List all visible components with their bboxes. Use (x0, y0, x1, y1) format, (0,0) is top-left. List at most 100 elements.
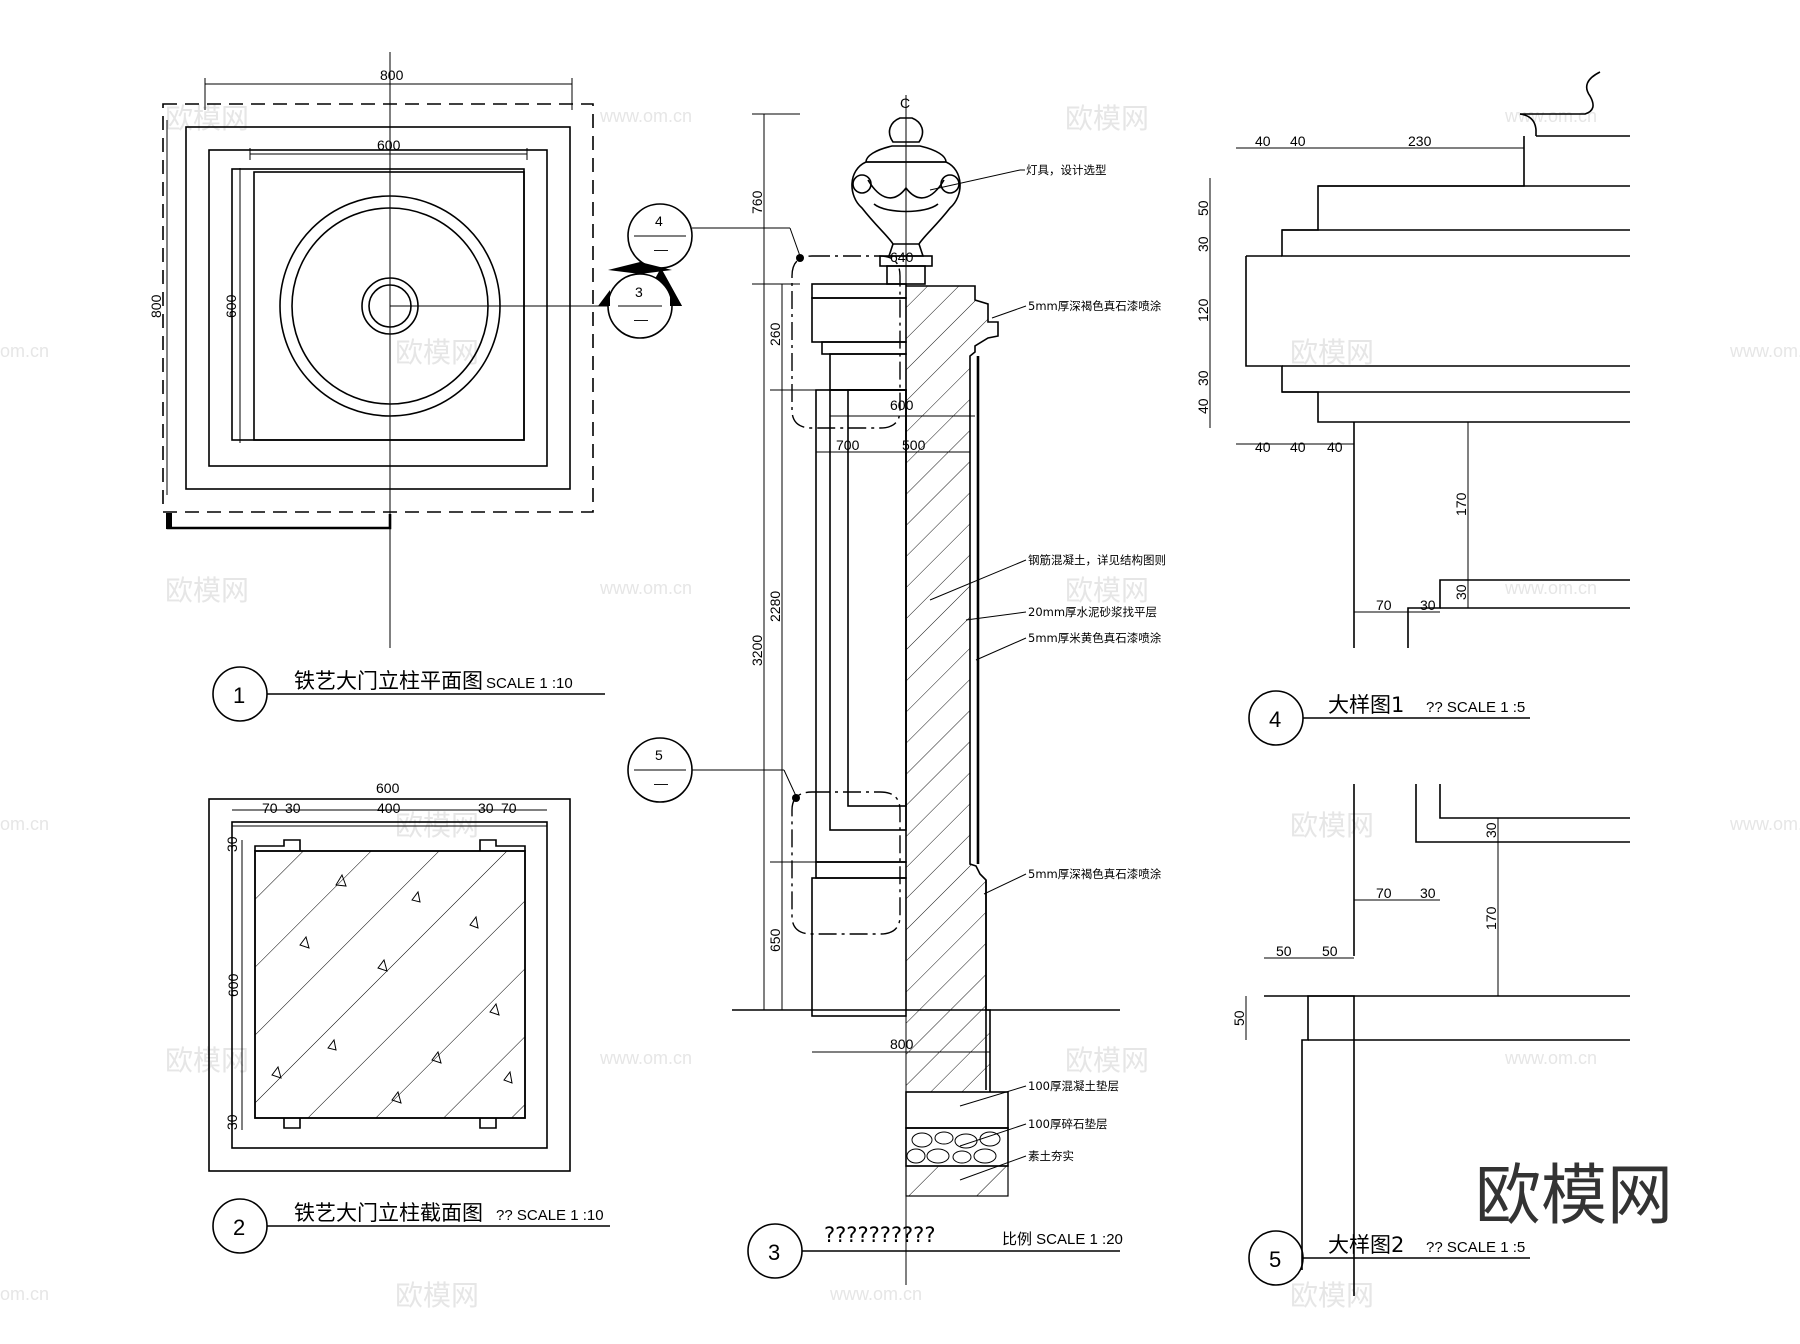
section-notch (479, 839, 526, 851)
note-gravel: 100厚碎石垫层 (1028, 1117, 1107, 1131)
note-rc: 钢筋混凝土，详见结构图则 (1028, 553, 1166, 567)
dim-section-part: 30 (285, 800, 301, 816)
detail-2-view: 30 170 70 30 50 50 50 5 大样图2 ?? SCALE 1 … (1231, 784, 1630, 1296)
note-cap-finish: 5mm厚深褐色真石漆喷涂 (1028, 299, 1162, 313)
watermark: 欧模网 (1065, 102, 1149, 135)
dim-section-edge-bottom: 30 (224, 1114, 240, 1130)
watermark: 欧模网 (165, 102, 249, 135)
plan-outline-mid (208, 149, 548, 467)
dim-top: 760 (749, 190, 765, 214)
watermark-url: www.om.cn (599, 106, 692, 126)
dim-d1-left: 120 (1195, 298, 1211, 322)
dim-d1-b70: 70 (1376, 597, 1392, 613)
section-core-outline (254, 850, 526, 1119)
leader (959, 1085, 1027, 1107)
dim-section-w: 600 (376, 780, 400, 796)
dim-800: 800 (890, 1036, 914, 1052)
detail-1-boundary (791, 255, 901, 429)
dim-plan-inner-h: 600 (223, 294, 239, 318)
watermark-url: www.om.cn (1504, 1048, 1597, 1068)
dim-d1-bottom: 40 (1255, 439, 1271, 455)
section-notch (283, 1118, 301, 1129)
watermark: 欧模网 (1065, 574, 1149, 607)
section-mark-arrow-right (670, 290, 682, 306)
dim-section-part: 70 (501, 800, 517, 816)
dim-600: 600 (890, 397, 914, 413)
section-outline-outer (208, 798, 571, 1172)
dim-d1-bottom: 40 (1327, 439, 1343, 455)
detail-1-view: 40 40 230 50 30 120 30 40 40 40 40 170 3… (1195, 71, 1630, 746)
shaft-inner-panel (829, 389, 907, 831)
concrete-pad (905, 1091, 1009, 1129)
plan-outline-outer (185, 126, 571, 490)
callout-leader (789, 227, 801, 257)
plan-section-marker (166, 513, 172, 529)
watermark-url: om.cn (0, 1284, 49, 1304)
brand-watermark: 欧模网 (1475, 1157, 1673, 1234)
watermark-url: www.om.cn (599, 578, 692, 598)
section-notch (479, 1118, 497, 1129)
watermark: 欧模网 (1290, 336, 1374, 369)
cap-mid-band (811, 297, 907, 343)
dim-section-part: 70 (262, 800, 278, 816)
base-block (811, 877, 907, 1017)
plan-scale: SCALE 1 :10 (486, 675, 573, 692)
detail-2-scale: ?? SCALE 1 :5 (1426, 1239, 1525, 1256)
callout-5-number: 5 (655, 747, 663, 763)
base-top-band (815, 861, 907, 879)
gravel-stones (906, 1131, 1001, 1164)
callout-5-dash: — (654, 775, 668, 791)
section-notch (254, 839, 301, 851)
centerline-mark: C (900, 95, 910, 111)
cap-bottom-band (821, 341, 907, 355)
callout-4-number: 4 (655, 213, 663, 229)
dim-cap: 260 (767, 322, 783, 346)
detail-2-boundary (791, 791, 901, 935)
note-concrete-pad: 100厚混凝土垫层 (1028, 1079, 1119, 1093)
section-mark-triangle (608, 262, 672, 274)
dim-lamp-base: 640 (890, 249, 914, 265)
section-mark-number: 3 (635, 284, 643, 300)
section-title: 铁艺大门立柱截面图 (294, 1201, 483, 1225)
note-soil: 素土夯实 (1028, 1149, 1074, 1163)
watermark-url: om.cn (0, 814, 49, 834)
plan-section-cut (166, 514, 392, 530)
elevation-scale: 比例 SCALE 1 :20 (1002, 1231, 1123, 1248)
callout-4-dash: — (654, 241, 668, 257)
callout-leader (783, 769, 797, 797)
dim-section-part: 400 (377, 800, 401, 816)
dim-d2-t50a: 50 (1276, 943, 1292, 959)
detail-2-title: 大样图2 (1328, 1233, 1404, 1257)
dim-700: 700 (836, 437, 860, 453)
cap-top-band (811, 283, 907, 299)
watermark-url: www.om.cn (829, 1284, 922, 1304)
watermark: 欧模网 (165, 1044, 249, 1077)
detail-1-profile-top (1281, 136, 1630, 257)
section-aggregate-marks (271, 873, 513, 1104)
dim-d1-top: 40 (1290, 133, 1306, 149)
leader (959, 1155, 1027, 1181)
elevation-view: C 640 (627, 95, 1166, 1285)
elevation-concrete-hatch (906, 286, 998, 1092)
dim-500: 500 (902, 437, 926, 453)
dim-plan-overall-w: 800 (380, 67, 404, 83)
watermark-url: www.om.cn (1729, 814, 1800, 834)
note-lamp: 灯具，设计选型 (1026, 163, 1107, 177)
callout-dot (796, 254, 804, 262)
watermark: 欧模网 (1290, 1279, 1374, 1312)
callout-dot (792, 794, 800, 802)
detail-2-profile-bottom (1301, 995, 1355, 1296)
detail-2-profile-inner (1415, 784, 1630, 843)
dim-section-h: 600 (225, 973, 241, 997)
dim-d2-h50: 50 (1231, 1010, 1247, 1026)
watermark-url: www.om.cn (599, 1048, 692, 1068)
watermark-url: www.om.cn (1729, 341, 1800, 361)
watermark: 欧模网 (395, 1279, 479, 1312)
note-shaft-finish: 5mm厚米黄色真石漆喷涂 (1028, 631, 1162, 645)
dim-d1-bottom: 40 (1290, 439, 1306, 455)
dim-shaft: 2280 (767, 591, 783, 622)
elevation-title: ?????????? (824, 1223, 935, 1247)
callout-4-circle (627, 203, 693, 269)
elevation-number: 3 (768, 1240, 780, 1265)
